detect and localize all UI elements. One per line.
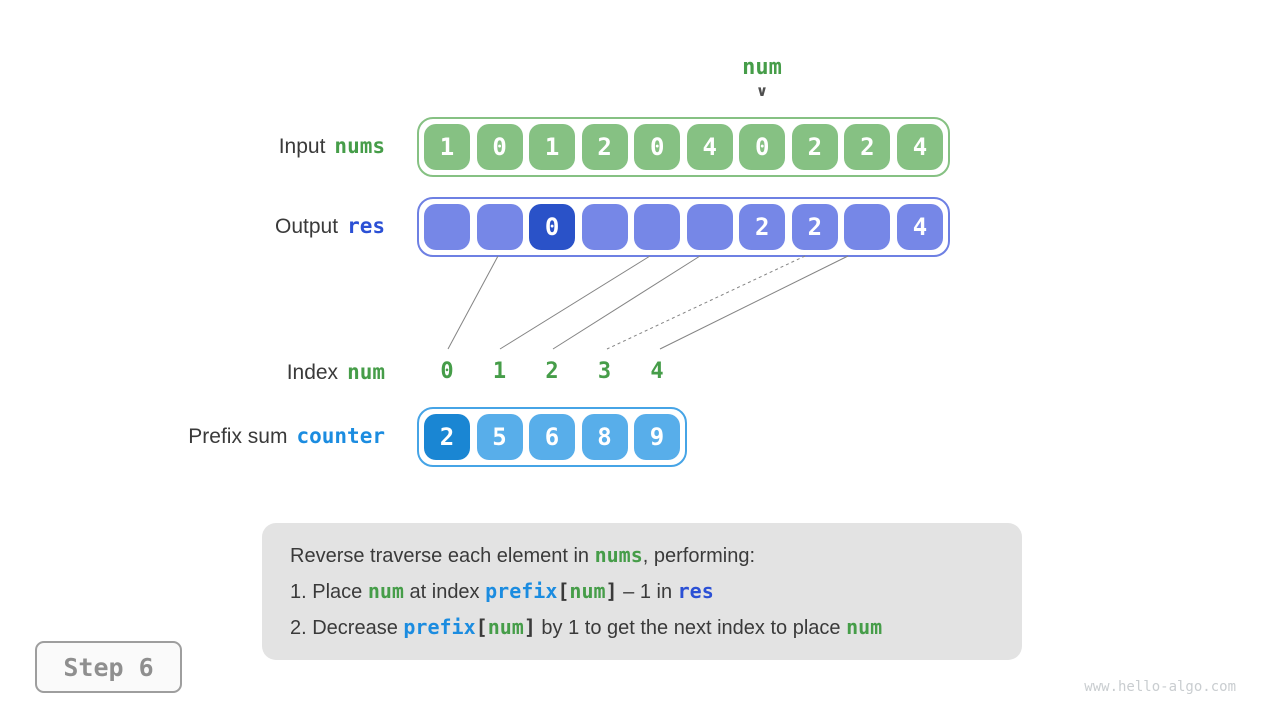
note-text: – 1 in — [617, 580, 678, 603]
output-cell — [476, 204, 523, 250]
output-cell: 2 — [791, 204, 838, 250]
prefix-sum-label-text: Prefix sum — [188, 425, 288, 448]
output-cell — [581, 204, 628, 250]
code-token: prefix — [403, 615, 476, 640]
code-token: nums — [594, 542, 643, 567]
index-label: 1 — [492, 359, 507, 384]
code-token: num — [569, 578, 606, 603]
index-label-text: Index — [286, 361, 339, 384]
output-cell — [634, 204, 681, 250]
note-line: 1. Place num at index prefix[num] – 1 in… — [290, 576, 994, 607]
input-cell: 4 — [896, 124, 943, 170]
counter-cell: 8 — [581, 414, 628, 460]
index-row-label: Index num — [287, 359, 385, 386]
index-label: 3 — [597, 359, 612, 384]
code-token: res — [677, 578, 714, 603]
note-line: Reverse traverse each element in nums, p… — [290, 540, 994, 571]
code-token: ] — [523, 615, 536, 640]
index-num-row: 0 1 2 3 4 — [424, 358, 680, 386]
explanation-note: Reverse traverse each element in nums, p… — [262, 523, 1022, 660]
input-label-text: Input — [278, 135, 326, 158]
prefix-sum-row-label: Prefix sum counter — [188, 423, 385, 450]
num-pointer-label: num — [742, 55, 782, 80]
input-cell: 4 — [686, 124, 733, 170]
watermark: www.hello-algo.com — [1084, 679, 1236, 695]
res-code-label: res — [347, 214, 385, 238]
output-label-text: Output — [275, 215, 339, 238]
input-cell: 1 — [529, 124, 576, 170]
input-row-label: Input nums — [279, 133, 385, 160]
connector-line — [499, 255, 651, 350]
step-button[interactable]: Step 6 — [35, 641, 182, 693]
code-token: num — [846, 615, 883, 640]
input-cell: 0 — [634, 124, 681, 170]
code-token: [ — [475, 615, 488, 640]
arrow-down-icon: ∨ — [755, 82, 769, 100]
note-text: 1. Place — [290, 580, 368, 603]
input-cell: 2 — [844, 124, 891, 170]
num-code-label: num — [347, 360, 385, 384]
output-cell: 0 — [529, 204, 576, 250]
connector-line — [552, 255, 701, 350]
connector-line — [659, 255, 849, 350]
counter-code-label: counter — [296, 424, 385, 448]
connector-line — [606, 255, 806, 350]
counter-cell: 5 — [476, 414, 523, 460]
input-cell: 1 — [424, 124, 470, 170]
nums-code-label: nums — [334, 134, 385, 158]
index-label: 0 — [440, 359, 454, 384]
output-row-label: Output res — [275, 213, 385, 240]
input-cell: 0 — [476, 124, 523, 170]
note-line: 2. Decrease prefix[num] by 1 to get the … — [290, 612, 994, 643]
output-cell — [686, 204, 733, 250]
output-cell: 4 — [896, 204, 943, 250]
note-text: at index — [403, 580, 486, 603]
counter-cell: 6 — [529, 414, 575, 460]
note-text: 2. Decrease — [290, 617, 404, 640]
output-cell — [844, 204, 891, 250]
note-text: by 1 to get the next index to place — [535, 617, 847, 640]
input-cell: 2 — [581, 124, 628, 170]
input-cell: 2 — [791, 124, 838, 170]
code-token: [ — [557, 578, 570, 603]
note-text: , performing: — [642, 544, 756, 567]
counter-cell: 2 — [424, 414, 470, 460]
code-token: ] — [605, 578, 618, 603]
input-cell: 0 — [739, 124, 786, 170]
counter-cell: 9 — [634, 414, 680, 460]
index-label: 2 — [545, 359, 559, 384]
code-token: num — [367, 578, 404, 603]
output-cell: 2 — [739, 204, 786, 250]
code-token: num — [487, 615, 524, 640]
step-button-label: Step 6 — [63, 652, 154, 682]
index-label: 4 — [650, 359, 664, 384]
connector-line — [447, 255, 499, 350]
output-cell — [424, 204, 470, 250]
note-text: Reverse traverse each element in — [290, 544, 595, 567]
code-token: prefix — [485, 578, 558, 603]
